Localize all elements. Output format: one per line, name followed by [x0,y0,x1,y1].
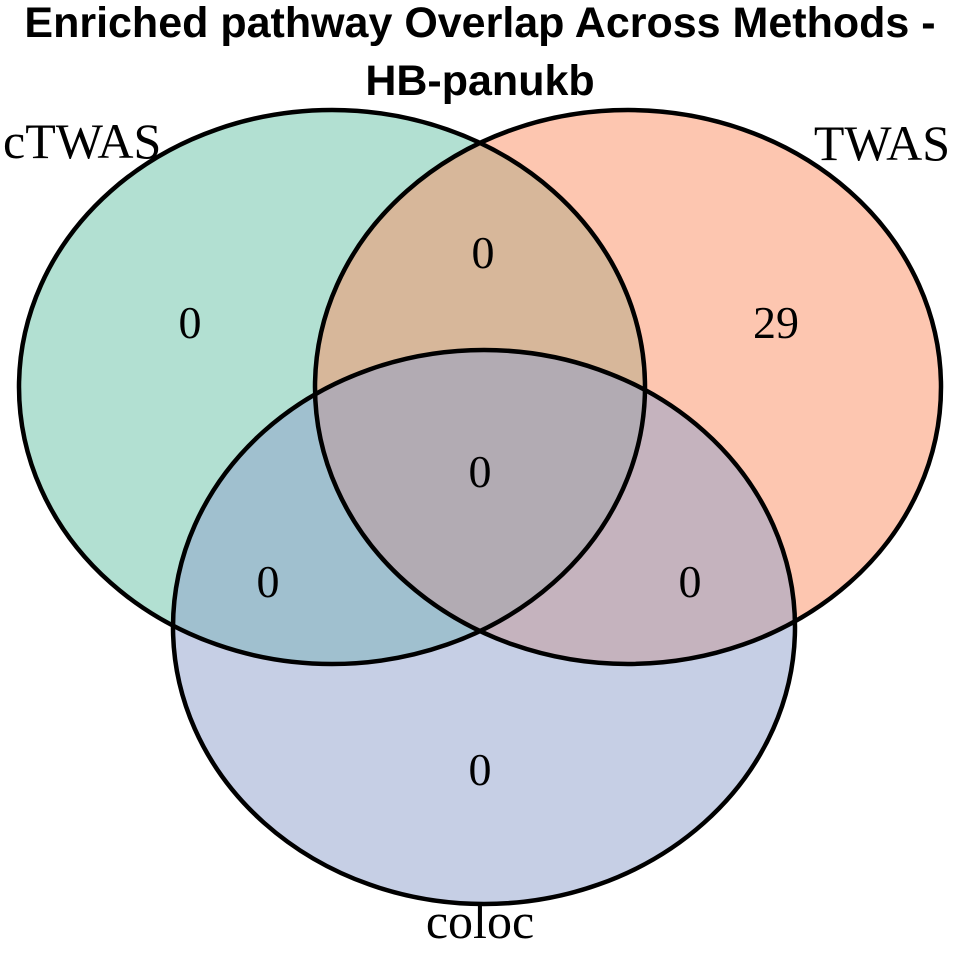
twas-circle-outline [312,107,944,667]
count-ctwas-twas: 0 [472,227,495,278]
coloc-circle-outline [170,347,798,907]
chart-title-line1: Enriched pathway Overlap Across Methods … [24,0,936,47]
count-twas-only: 29 [753,297,799,348]
ctwas-circle-outline [16,107,648,667]
ctwas-set-label: cTWAS [3,113,161,169]
chart-title-line2: HB-panukb [365,57,595,105]
twas-set-label: TWAS [814,115,950,171]
chart-title: Enriched pathway Overlap Across Methods … [0,0,960,110]
count-twas-coloc: 0 [679,556,702,607]
count-ctwas-coloc: 0 [257,556,280,607]
count-coloc-only: 0 [469,744,492,795]
count-ctwas-only: 0 [179,297,202,348]
count-all-three: 0 [469,446,492,497]
coloc-set-label: coloc [426,893,534,949]
